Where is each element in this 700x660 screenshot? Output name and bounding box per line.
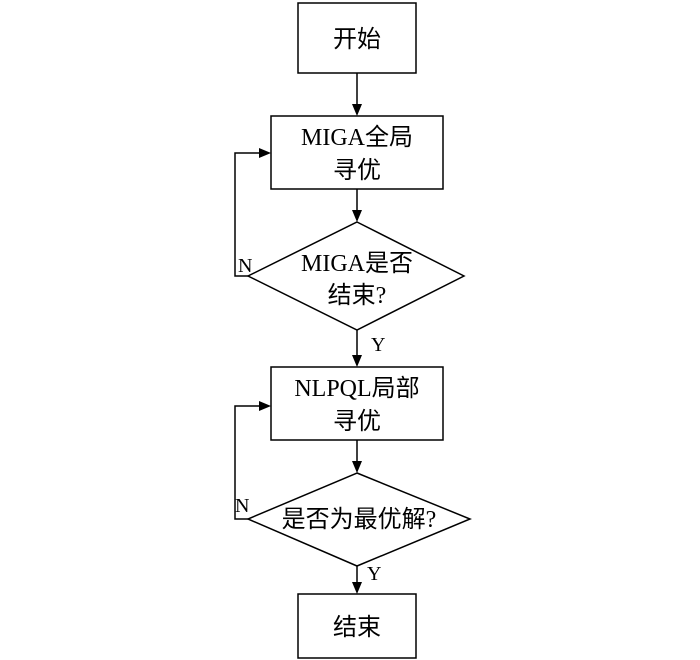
miga-end-decision-line2: 结束? — [328, 282, 387, 309]
arrowhead — [259, 401, 271, 411]
start-node-label: 开始 — [333, 26, 381, 53]
start-node — [297, 2, 417, 74]
optimal-solution-decision-label: 是否为最优解? — [282, 506, 437, 533]
nlpql-local-search-node — [270, 366, 444, 441]
miga-global-search-line2: 寻优 — [333, 157, 381, 184]
miga-end-decision-line1: MIGA是否 — [301, 251, 413, 277]
arrowhead — [352, 104, 362, 116]
arrowhead — [352, 210, 362, 222]
miga-no-label: N — [238, 255, 252, 277]
end-node — [297, 593, 417, 659]
arrowhead — [352, 582, 362, 594]
nlpql-local-search-line1: NLPQL局部 — [294, 375, 419, 402]
miga-no-loop-line — [234, 152, 262, 277]
arrowhead — [259, 148, 271, 158]
nlpql-local-search-line2: 寻优 — [333, 408, 381, 435]
miga-global-search-node — [270, 115, 444, 190]
optimal-no-loop-line — [234, 405, 262, 520]
arrowhead — [352, 355, 362, 367]
optimal-no-label: N — [235, 495, 249, 517]
miga-yes-label: Y — [371, 334, 385, 356]
end-node-label: 结束 — [333, 614, 381, 641]
arrowhead — [352, 461, 362, 473]
optimal-yes-label: Y — [367, 563, 381, 585]
miga-global-search-line1: MIGA全局 — [301, 124, 413, 151]
